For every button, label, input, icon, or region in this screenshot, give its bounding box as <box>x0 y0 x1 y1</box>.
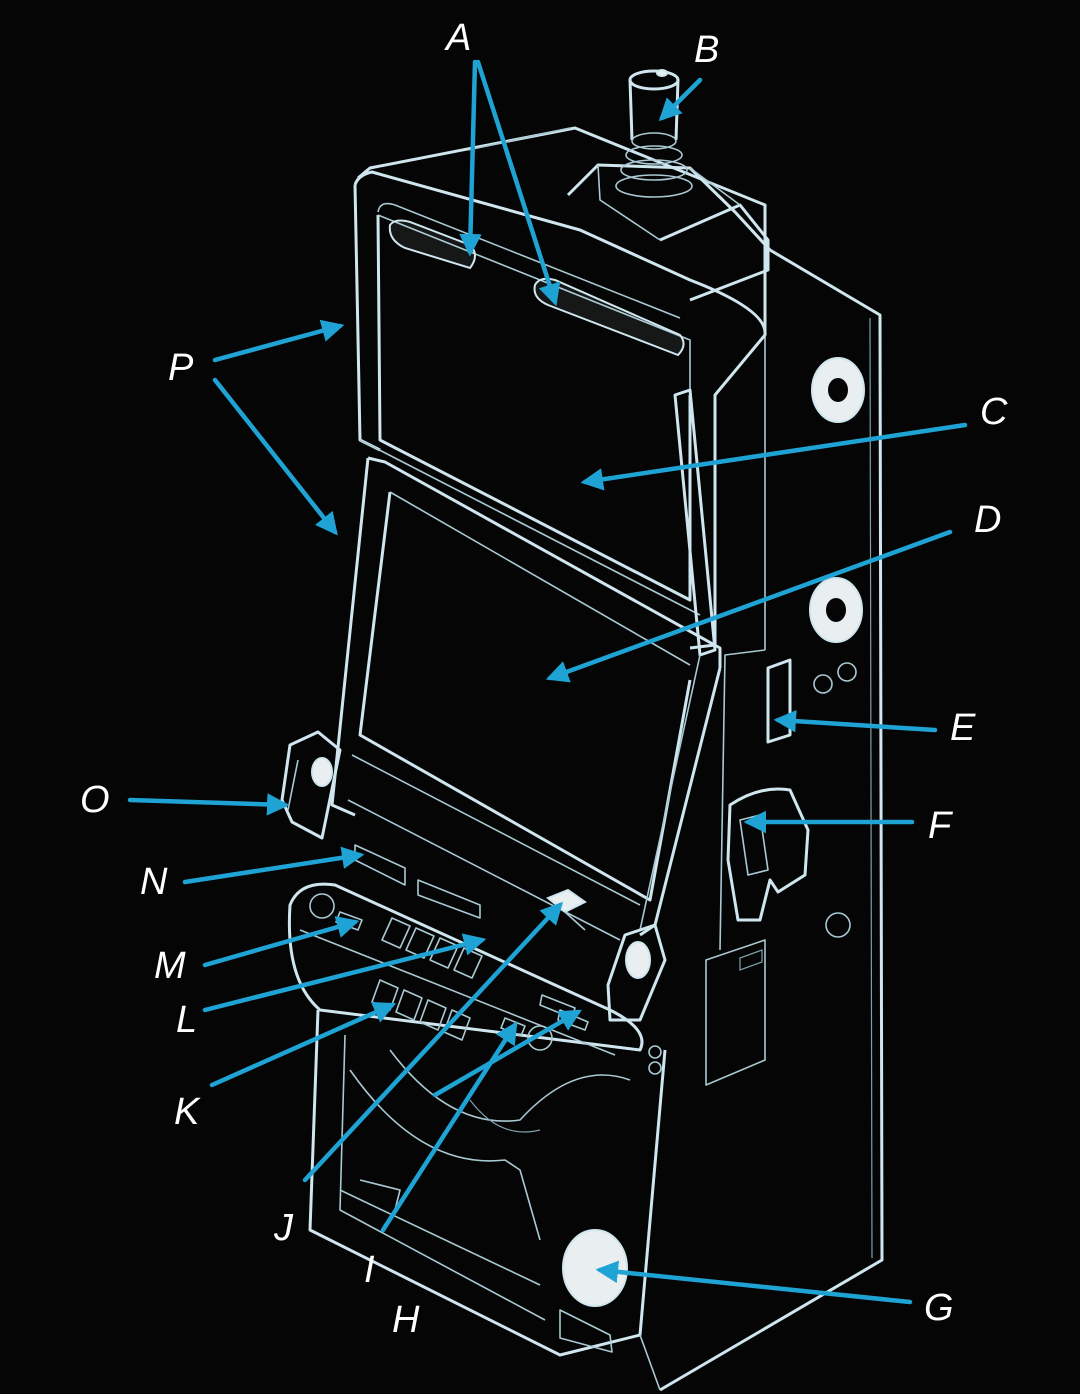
callout-label-i: I <box>364 1249 375 1291</box>
callout-label-o: O <box>80 779 110 821</box>
callout-label-c: C <box>980 391 1008 433</box>
arrow-l <box>202 933 487 1013</box>
callout-label-g: G <box>924 1287 954 1329</box>
player-tracking-display <box>354 844 406 886</box>
slot-machine-cabinet <box>280 69 884 1392</box>
right-speaker-pod <box>606 923 667 1022</box>
cabinet-base <box>308 1009 667 1391</box>
cabinet-topper <box>357 126 772 335</box>
callout-label-h: H <box>392 1299 420 1341</box>
left-speaker-pod <box>280 730 342 840</box>
callout-label-b: B <box>694 29 719 71</box>
arrow-b <box>658 77 703 122</box>
bill-acceptor <box>766 658 792 744</box>
coin-tray <box>562 1229 628 1307</box>
callout-label-l: L <box>176 999 197 1041</box>
candle-light <box>615 69 693 198</box>
arrow-g <box>595 1260 913 1305</box>
arrow-k <box>209 1002 397 1088</box>
card-reader <box>726 787 810 922</box>
arrow-p-lower <box>212 377 338 536</box>
arrow-a-left <box>459 59 482 257</box>
arrow-o <box>127 793 290 816</box>
arrow-p-upper <box>212 319 345 363</box>
arrow-d <box>545 529 953 683</box>
top-light-pod-right <box>533 277 685 357</box>
callout-label-k: K <box>174 1091 201 1133</box>
arrow-e <box>773 709 938 733</box>
arrow-m <box>202 916 360 968</box>
arrow-a-right <box>475 59 561 307</box>
arrow-j <box>302 901 564 1183</box>
callout-labels: A B C D E F G H I J K L M N O P <box>80 17 1008 1341</box>
callout-label-f: F <box>928 805 953 847</box>
callout-label-e: E <box>950 707 976 749</box>
callout-label-n: N <box>140 861 168 903</box>
callout-arrows <box>127 59 968 1305</box>
cabinet-side-panel <box>659 248 884 1392</box>
callout-label-j: J <box>273 1207 294 1249</box>
arrow-i <box>380 1021 518 1233</box>
callout-label-d: D <box>974 499 1001 541</box>
arrow-n <box>182 846 365 885</box>
lower-monitor <box>330 456 722 941</box>
callout-label-m: M <box>154 945 186 987</box>
arrow-c <box>580 422 968 491</box>
callout-label-p: P <box>168 347 194 389</box>
callout-label-a: A <box>444 17 471 59</box>
button-panel <box>371 917 483 1041</box>
arrow-h <box>432 1009 582 1098</box>
upper-monitor <box>353 170 767 657</box>
top-light-pod-left <box>388 219 476 270</box>
